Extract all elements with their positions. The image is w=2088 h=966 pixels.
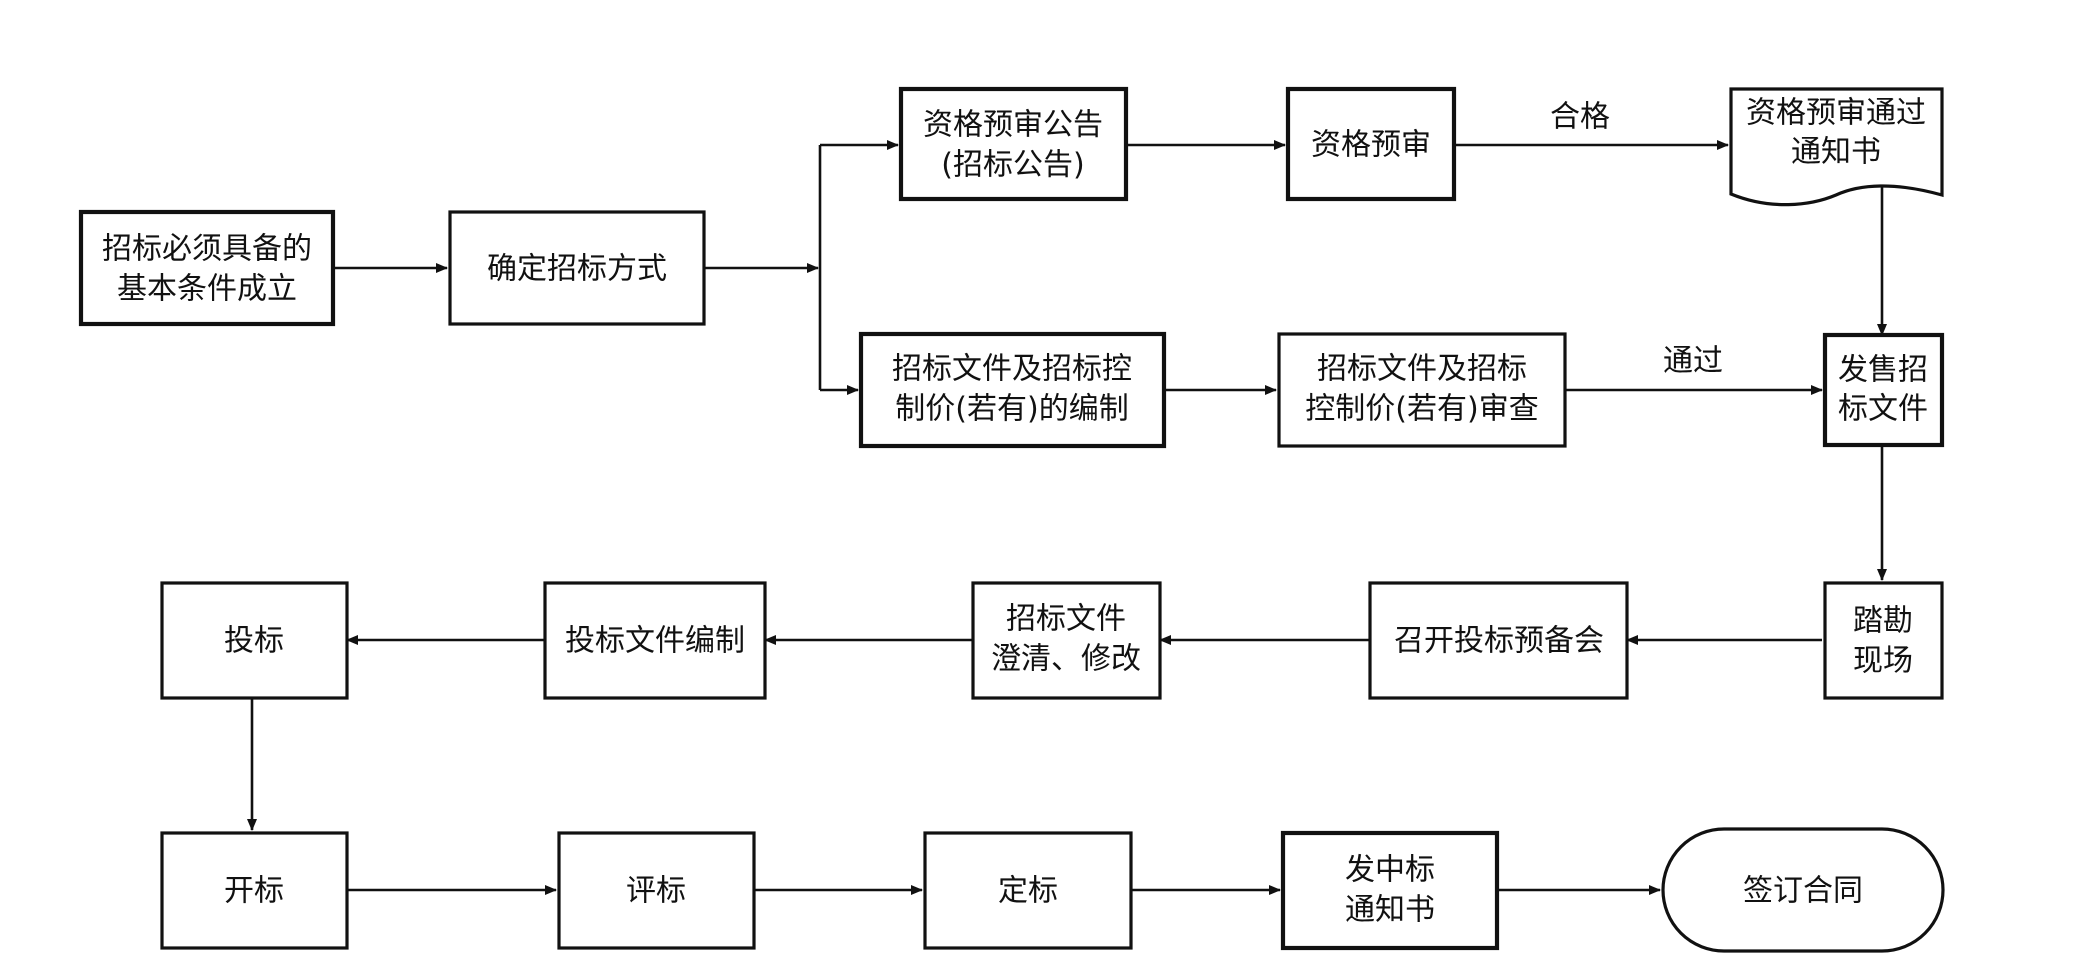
connectors xyxy=(247,140,1887,895)
node-award-notice-line2: 通知书 xyxy=(1345,893,1435,928)
node-bid-prepare: 投标文件编制 xyxy=(543,581,767,700)
node-conditions-line1: 招标必须具备的 xyxy=(102,232,312,267)
node-award: 定标 xyxy=(923,831,1133,950)
node-prequal-notice: 资格预审公告 (招标公告) xyxy=(898,86,1129,202)
node-clarify: 招标文件 澄清、修改 xyxy=(971,581,1162,700)
node-prequal-notice-line1: 资格预审公告 xyxy=(923,108,1103,143)
edge-label-qualified: 合格 xyxy=(1550,100,1610,135)
node-pre-bid-meeting-line1: 召开投标预备会 xyxy=(1394,624,1604,659)
node-award-notice-line1: 发中标 xyxy=(1345,853,1435,888)
node-clarify-line1: 招标文件 xyxy=(1006,602,1126,637)
node-pre-bid-meeting: 召开投标预备会 xyxy=(1368,581,1629,700)
node-evaluate-line1: 评标 xyxy=(626,874,686,909)
node-prequal-pass-notice-line1: 资格预审通过 xyxy=(1746,96,1926,131)
node-docs-prepare-line1: 招标文件及招标控 xyxy=(892,352,1132,387)
edge-label-passed: 通过 xyxy=(1663,344,1723,379)
node-open-bid-line1: 开标 xyxy=(224,874,284,909)
node-bid-prepare-line1: 投标文件编制 xyxy=(565,624,745,659)
node-docs-review-line2: 控制价(若有)审查 xyxy=(1305,392,1538,427)
node-submit-bid: 投标 xyxy=(160,581,349,700)
node-docs-review-line1: 招标文件及招标 xyxy=(1317,352,1527,387)
node-award-notice: 发中标 通知书 xyxy=(1280,830,1500,951)
node-docs-prepare: 招标文件及招标控 制价(若有)的编制 xyxy=(858,331,1167,449)
node-prequal-pass-notice: 资格预审通过 通知书 xyxy=(1729,87,1944,207)
node-site-visit-line1: 踏勘 xyxy=(1853,604,1913,639)
node-prequal-pass-notice-line2: 通知书 xyxy=(1791,135,1881,170)
node-open-bid: 开标 xyxy=(160,831,349,950)
node-award-line1: 定标 xyxy=(998,874,1058,909)
node-prequal-notice-line2: (招标公告) xyxy=(941,148,1084,183)
terminal-shape xyxy=(1661,827,1945,953)
node-contract: 签订合同 xyxy=(1661,827,1945,953)
document-shape xyxy=(1729,87,1944,207)
node-method: 确定招标方式 xyxy=(448,210,706,326)
node-sell-docs: 发售招 标文件 xyxy=(1822,332,1945,448)
node-clarify-line2: 澄清、修改 xyxy=(991,642,1141,677)
node-submit-bid-line1: 投标 xyxy=(224,624,284,659)
node-evaluate: 评标 xyxy=(557,831,756,950)
node-sell-docs-line2: 标文件 xyxy=(1838,392,1928,427)
node-site-visit: 踏勘 现场 xyxy=(1823,581,1944,700)
node-prequal-line1: 资格预审 xyxy=(1311,128,1431,163)
node-conditions-line2: 基本条件成立 xyxy=(117,272,297,307)
node-method-line1: 确定招标方式 xyxy=(487,252,667,287)
node-docs-prepare-line2: 制价(若有)的编制 xyxy=(895,392,1128,427)
node-sell-docs-line1: 发售招 xyxy=(1838,353,1928,388)
node-contract-line1: 签订合同 xyxy=(1743,874,1863,909)
node-site-visit-line2: 现场 xyxy=(1853,644,1913,679)
node-conditions: 招标必须具备的 基本条件成立 xyxy=(78,209,336,327)
node-docs-review: 招标文件及招标 控制价(若有)审查 xyxy=(1277,332,1567,448)
node-prequal: 资格预审 xyxy=(1285,86,1457,202)
